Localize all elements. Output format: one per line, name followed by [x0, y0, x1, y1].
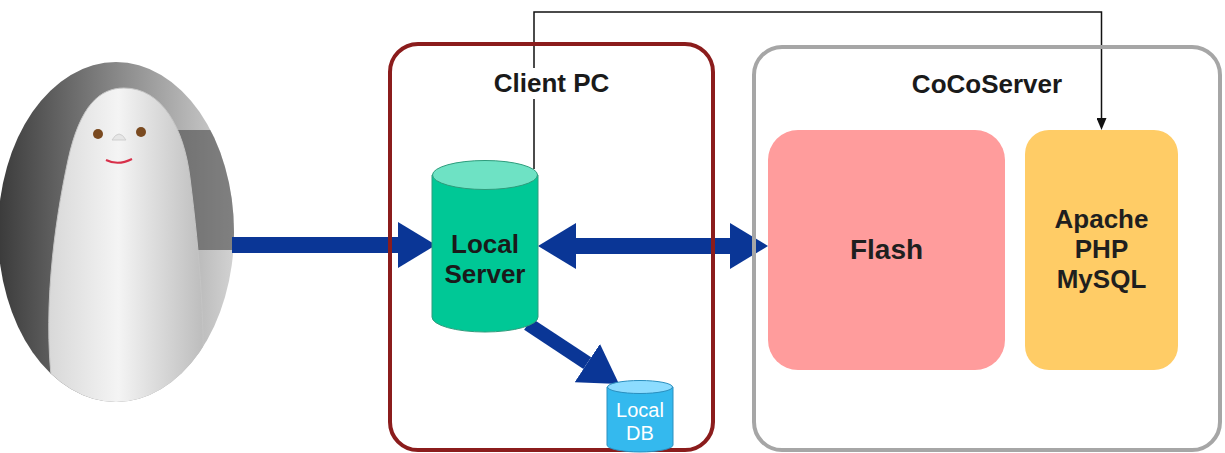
data-flow-arrow [528, 324, 587, 363]
arrow-head [398, 222, 436, 268]
group-title: CoCoServer [908, 69, 1066, 100]
cylinder-body [607, 387, 673, 452]
robot-mouth [106, 159, 132, 163]
arrow-shaft [232, 237, 400, 253]
cylinder-body [432, 175, 538, 332]
component-box: Apache PHP MySQL [1025, 130, 1178, 370]
group-box: Local ServerLocal DB Client PC [388, 42, 715, 452]
node-label: Local Server [440, 230, 530, 290]
node-label: Apache PHP MySQL [1043, 205, 1160, 295]
cylinder-top [608, 381, 673, 394]
cylinder-top [433, 161, 538, 190]
node-label: Local DB [611, 399, 669, 445]
group-box: Flash Apache PHP MySQL CoCoServer [752, 45, 1222, 452]
component-box: Flash [768, 130, 1005, 370]
robot-photo [0, 60, 240, 405]
database-cylinder: Local Server [432, 160, 538, 332]
node-label: Flash [850, 234, 923, 266]
group-title: Client PC [490, 68, 614, 99]
input-arrow [232, 222, 436, 268]
database-cylinder: Local DB [607, 380, 673, 452]
robot-body [49, 88, 204, 405]
robot-eye [93, 129, 103, 139]
robot-nose [112, 134, 126, 140]
data-flow-arrow [576, 238, 730, 254]
photo-background [0, 60, 240, 405]
robot-eye [136, 127, 146, 137]
